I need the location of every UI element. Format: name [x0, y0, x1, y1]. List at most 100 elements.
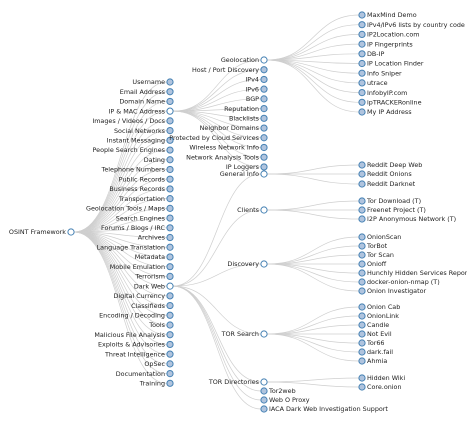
tree-node-leaf-onionlink[interactable]: OnionLink	[358, 312, 399, 320]
tree-node-ip-ipv6[interactable]: IPv6	[245, 85, 268, 93]
tree-node-leaf-onion-cab[interactable]: Onion Cab	[358, 303, 400, 311]
tree-node-circle[interactable]	[358, 98, 366, 106]
tree-node-category-telephone-numbers[interactable]: Telephone Numbers	[101, 166, 174, 174]
tree-node-darkweb-general-info[interactable]: General Info	[220, 170, 268, 178]
tree-node-circle[interactable]	[358, 242, 366, 250]
tree-node-circle[interactable]	[358, 269, 366, 277]
tree-node-circle[interactable]	[358, 69, 366, 77]
tree-node-circle[interactable]	[166, 233, 174, 242]
tree-node-category-ip-mac-address[interactable]: IP & MAC Address	[108, 107, 174, 115]
tree-node-ip-bgp[interactable]: BGP	[246, 95, 268, 103]
tree-node-circle[interactable]	[166, 117, 174, 125]
tree-node-circle[interactable]	[358, 59, 366, 68]
tree-node-category-transportation[interactable]: Transportation	[118, 195, 174, 203]
tree-node-circle[interactable]	[358, 251, 366, 259]
tree-node-leaf-not-evil[interactable]: Not Evil	[358, 330, 392, 338]
tree-node-leaf-tor-download-t[interactable]: Tor Download (T)	[358, 197, 421, 205]
tree-node-category-malicious-file-analysis[interactable]: Malicious File Analysis	[94, 331, 174, 339]
tree-node-circle[interactable]	[166, 311, 174, 319]
tree-node-leaf-onion-investigator[interactable]: Onion Investigator	[358, 287, 427, 295]
tree-node-circle[interactable]	[260, 114, 268, 122]
tree-node-category-geolocation-tools-maps[interactable]: Geolocation Tools / Maps	[86, 205, 174, 213]
tree-node-circle[interactable]	[260, 153, 268, 161]
tree-node-geo-utrace[interactable]: utrace	[358, 79, 388, 87]
tree-node-ip-reputation[interactable]: Reputation	[224, 105, 268, 113]
tree-node-darkweb-tor2web[interactable]: Tor2web	[260, 387, 296, 395]
tree-node-category-metadata[interactable]: Metadata	[135, 253, 174, 261]
tree-node-circle[interactable]	[358, 50, 366, 58]
tree-node-circle[interactable]	[358, 233, 366, 241]
tree-node-root[interactable]: OSINT Framework	[9, 228, 75, 236]
tree-node-circle[interactable]	[358, 206, 366, 214]
tree-node-category-social-networks[interactable]: Social Networks	[114, 127, 174, 135]
tree-node-circle[interactable]	[166, 370, 174, 378]
tree-node-circle[interactable]	[166, 243, 174, 251]
tree-node-category-business-records[interactable]: Business Records	[109, 185, 174, 193]
tree-node-circle[interactable]	[358, 330, 366, 338]
tree-node-leaf-hunchly-hidden-services-report[interactable]: Hunchly Hidden Services Report	[358, 269, 467, 277]
tree-node-leaf-tor66[interactable]: Tor66	[358, 339, 385, 347]
tree-node-circle[interactable]	[166, 301, 174, 310]
tree-node-circle[interactable]	[166, 282, 174, 290]
tree-node-geo-ipv4-ipv6-lists-by-country-code[interactable]: IPv4/IPv6 lists by country code	[358, 21, 465, 29]
tree-node-ip-wireless-network-info[interactable]: Wireless Network Info	[189, 144, 268, 152]
tree-node-circle[interactable]	[358, 161, 366, 169]
tree-node-circle[interactable]	[166, 272, 174, 280]
tree-node-category-username[interactable]: Username	[132, 78, 174, 86]
tree-node-circle[interactable]	[260, 396, 268, 404]
tree-node-category-forums-blogs-irc[interactable]: Forums / Blogs / IRC	[101, 224, 174, 232]
tree-node-circle[interactable]	[358, 260, 366, 268]
tree-node-circle[interactable]	[260, 378, 268, 386]
tree-node-circle[interactable]	[260, 56, 268, 64]
tree-node-category-exploits-advisories[interactable]: Exploits & Advisories	[98, 341, 174, 349]
tree-node-circle[interactable]	[358, 374, 366, 382]
tree-node-circle[interactable]	[358, 197, 366, 205]
tree-node-darkweb-tor-directories[interactable]: TOR Directories	[208, 378, 268, 386]
tree-node-circle[interactable]	[166, 146, 174, 154]
tree-node-circle[interactable]	[358, 89, 366, 97]
tree-node-geo-iptrackeronline[interactable]: ipTRACKERonline	[358, 98, 422, 107]
tree-node-geo-info-sniper[interactable]: Info Sniper	[358, 69, 402, 77]
tree-node-circle[interactable]	[166, 253, 174, 261]
tree-node-circle[interactable]	[166, 156, 174, 164]
tree-node-leaf-reddit-deep-web[interactable]: Reddit Deep Web	[358, 161, 422, 169]
tree-node-ip-protected-by-cloud-services[interactable]: Protected by Cloud Services	[169, 134, 268, 142]
tree-node-circle[interactable]	[260, 170, 268, 178]
tree-node-circle[interactable]	[260, 260, 268, 268]
tree-node-ip-network-analysis-tools[interactable]: Network Analysis Tools	[186, 153, 268, 161]
tree-node-geo-my-ip-address[interactable]: My IP Address	[358, 108, 412, 116]
tree-node-darkweb-clients[interactable]: Clients	[237, 206, 268, 214]
tree-node-circle[interactable]	[166, 175, 174, 183]
tree-node-leaf-torbot[interactable]: TorBot	[358, 242, 388, 250]
tree-node-circle[interactable]	[260, 124, 268, 132]
tree-node-category-terrorism[interactable]: Terrorism	[134, 272, 174, 281]
tree-node-circle[interactable]	[358, 321, 366, 329]
tree-node-category-dating[interactable]: Dating	[144, 156, 174, 164]
tree-node-circle[interactable]	[166, 185, 174, 193]
tree-node-circle[interactable]	[260, 387, 268, 395]
tree-node-category-mobile-emulation[interactable]: Mobile Emulation	[110, 263, 174, 271]
tree-node-darkweb-web-o-proxy[interactable]: Web O Proxy	[260, 396, 310, 404]
tree-node-category-instant-messaging[interactable]: Instant Messaging	[107, 136, 174, 145]
tree-node-circle[interactable]	[260, 405, 268, 413]
tree-node-geo-infobyip-com[interactable]: InfobyIP.com	[358, 89, 407, 97]
tree-node-circle[interactable]	[358, 278, 366, 286]
tree-node-category-domain-name[interactable]: Domain Name	[119, 98, 174, 106]
tree-node-category-language-translation[interactable]: Language Translation	[97, 243, 174, 251]
tree-node-circle[interactable]	[358, 339, 366, 347]
tree-node-circle[interactable]	[260, 85, 268, 93]
tree-node-circle[interactable]	[166, 136, 174, 144]
tree-node-leaf-reddit-onions[interactable]: Reddit Onions	[358, 170, 412, 178]
tree-node-category-digital-currency[interactable]: Digital Currency	[113, 292, 174, 300]
tree-node-circle[interactable]	[166, 165, 174, 174]
tree-node-geo-maxmind-demo[interactable]: MaxMind Demo	[358, 11, 417, 19]
tree-node-circle[interactable]	[358, 21, 366, 29]
tree-node-leaf-reddit-darknet[interactable]: Reddit Darknet	[358, 180, 416, 188]
tree-node-circle[interactable]	[260, 75, 268, 84]
tree-node-geo-ip-fingerprints[interactable]: IP Fingerprints	[358, 40, 414, 48]
tree-node-category-classifieds[interactable]: Classifieds	[131, 301, 174, 310]
tree-node-leaf-onionscan[interactable]: OnionScan	[358, 233, 401, 241]
tree-node-circle[interactable]	[166, 224, 174, 232]
tree-node-circle[interactable]	[166, 292, 174, 300]
tree-node-ip-ip-loggers[interactable]: IP Loggers	[226, 163, 268, 171]
